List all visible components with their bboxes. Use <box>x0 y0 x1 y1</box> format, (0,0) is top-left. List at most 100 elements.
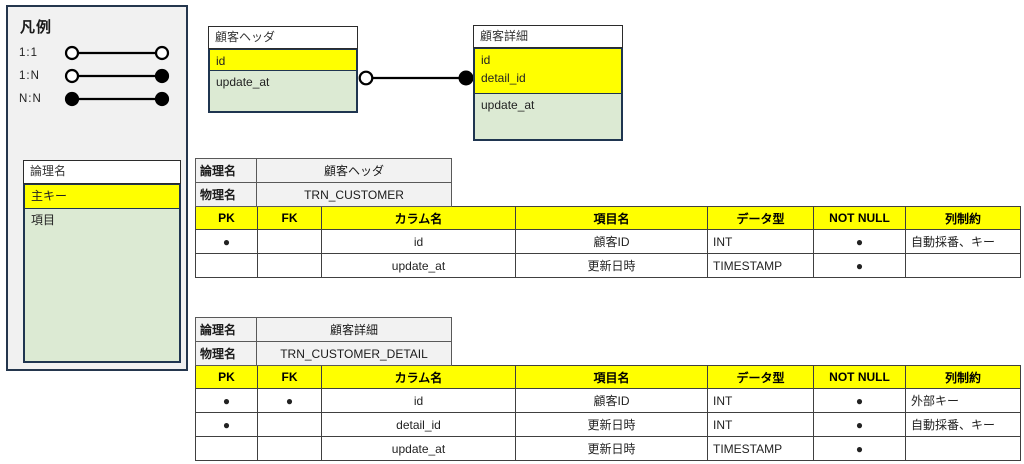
legend-entity-sample: 論理名 主キー 項目 <box>23 160 181 363</box>
col-header-constraint: 列制約 <box>905 365 1021 389</box>
logical-name-label: 論理名 <box>195 158 257 183</box>
col-header-fk: FK <box>257 365 322 389</box>
fk-cell <box>257 229 322 254</box>
col-header-column-name: カラム名 <box>321 206 516 230</box>
relation-label: 1:1 <box>19 46 38 59</box>
table-row: ● detail_id 更新日時 INT ● 自動採番、キー <box>195 412 1021 437</box>
sample-item-label: 項目 <box>31 213 56 227</box>
col-header-column-name: カラム名 <box>321 365 516 389</box>
pk-cell: ● <box>195 412 258 437</box>
item-name-cell: 更新日時 <box>515 253 708 278</box>
col-header-data-type: データ型 <box>707 365 814 389</box>
spec-table-customer-detail: 論理名 顧客詳細 物理名 TRN_CUSTOMER_DETAIL PK FK カ… <box>195 317 1021 461</box>
col-header-data-type: データ型 <box>707 206 814 230</box>
relation-1-1-line-icon <box>64 45 170 60</box>
constraint-cell: 自動採番、キー <box>905 229 1021 254</box>
entity-customer-detail: 顧客詳細 id detail_id update_at <box>473 25 623 141</box>
physical-name-label: 物理名 <box>195 341 257 366</box>
col-header-fk: FK <box>257 206 322 230</box>
entity-key-field: detail_id <box>481 71 526 85</box>
not-null-cell: ● <box>813 388 906 413</box>
relation-legend-row: 1:1 <box>8 41 186 64</box>
sample-item-area: 項目 <box>25 209 179 361</box>
legend-title: 凡例 <box>20 19 53 36</box>
spec-table-customer-header: 論理名 顧客ヘッダ 物理名 TRN_CUSTOMER PK FK カラム名 項目… <box>195 158 1021 278</box>
constraint-cell <box>905 253 1021 278</box>
column-header-row: PK FK カラム名 項目名 データ型 NOT NULL 列制約 <box>195 206 1021 230</box>
table-row: ● ● id 顧客ID INT ● 外部キー <box>195 388 1021 413</box>
data-type-cell: INT <box>707 412 814 437</box>
col-header-not-null: NOT NULL <box>813 365 906 389</box>
constraint-cell: 外部キー <box>905 388 1021 413</box>
physical-name-label: 物理名 <box>195 182 257 207</box>
not-null-cell: ● <box>813 253 906 278</box>
not-null-cell: ● <box>813 436 906 461</box>
physical-name-value: TRN_CUSTOMER <box>257 182 452 207</box>
item-name-cell: 顧客ID <box>515 229 708 254</box>
physical-name-value: TRN_CUSTOMER_DETAIL <box>257 341 452 366</box>
item-name-cell: 更新日時 <box>515 436 708 461</box>
entity-field-area: update_at <box>210 71 356 111</box>
not-null-cell: ● <box>813 412 906 437</box>
sample-primary-key-label: 主キー <box>31 189 68 203</box>
fk-cell <box>257 253 322 278</box>
relation-legend-row: N:N <box>8 87 186 110</box>
data-type-cell: TIMESTAMP <box>707 436 814 461</box>
relation-label: 1:N <box>19 69 40 82</box>
entity-field: update_at <box>481 98 535 112</box>
relation-connector-1-n <box>358 70 474 86</box>
relation-1-n-line-icon <box>64 68 170 83</box>
pk-cell: ● <box>195 388 258 413</box>
entity-title: 顧客ヘッダ <box>208 26 358 49</box>
column-name-cell: id <box>321 229 516 254</box>
column-name-cell: update_at <box>321 436 516 461</box>
entity-key-field: id <box>216 54 226 68</box>
logical-name-label: 論理名 <box>195 317 257 342</box>
logical-name-row: 論理名 顧客ヘッダ <box>195 158 1021 183</box>
table-row: update_at 更新日時 TIMESTAMP ● <box>195 436 1021 461</box>
column-spec-table: PK FK カラム名 項目名 データ型 NOT NULL 列制約 ● ● id … <box>195 365 1021 461</box>
constraint-cell: 自動採番、キー <box>905 412 1021 437</box>
entity-key-area: id <box>210 50 356 71</box>
relation-open-end-icon <box>358 70 374 86</box>
pk-cell: ● <box>195 229 258 254</box>
item-name-cell: 顧客ID <box>515 388 708 413</box>
relation-n-n-line-icon <box>64 91 170 106</box>
col-header-pk: PK <box>195 206 258 230</box>
physical-name-row: 物理名 TRN_CUSTOMER <box>195 182 1021 207</box>
entity-field-area: update_at <box>475 94 621 139</box>
legend-panel: 凡例 1:1 1:N N:N <box>6 5 188 371</box>
table-row: ● id 顧客ID INT ● 自動採番、キー <box>195 229 1021 254</box>
sample-primary-key-area: 主キー <box>25 185 179 209</box>
pk-cell <box>195 436 258 461</box>
not-null-cell: ● <box>813 229 906 254</box>
column-name-cell: detail_id <box>321 412 516 437</box>
item-name-cell: 更新日時 <box>515 412 708 437</box>
fk-cell <box>257 412 322 437</box>
entity-key-field: id <box>481 53 491 67</box>
data-type-cell: TIMESTAMP <box>707 253 814 278</box>
data-type-cell: INT <box>707 388 814 413</box>
col-header-pk: PK <box>195 365 258 389</box>
logical-name-value: 顧客ヘッダ <box>257 158 452 183</box>
table-row: update_at 更新日時 TIMESTAMP ● <box>195 253 1021 278</box>
col-header-item-name: 項目名 <box>515 206 708 230</box>
entity-customer-header: 顧客ヘッダ id update_at <box>208 26 358 113</box>
relation-label: N:N <box>19 92 42 105</box>
entity-title: 顧客詳細 <box>473 25 623 48</box>
constraint-cell <box>905 436 1021 461</box>
column-name-cell: update_at <box>321 253 516 278</box>
col-header-constraint: 列制約 <box>905 206 1021 230</box>
col-header-item-name: 項目名 <box>515 365 708 389</box>
pk-cell <box>195 253 258 278</box>
relation-legend-row: 1:N <box>8 64 186 87</box>
physical-name-row: 物理名 TRN_CUSTOMER_DETAIL <box>195 341 1021 366</box>
column-name-cell: id <box>321 388 516 413</box>
logical-name-row: 論理名 顧客詳細 <box>195 317 1021 342</box>
column-header-row: PK FK カラム名 項目名 データ型 NOT NULL 列制約 <box>195 365 1021 389</box>
data-type-cell: INT <box>707 229 814 254</box>
fk-cell <box>257 436 322 461</box>
column-spec-table: PK FK カラム名 項目名 データ型 NOT NULL 列制約 ● id 顧客… <box>195 206 1021 278</box>
entity-field: update_at <box>216 75 270 89</box>
